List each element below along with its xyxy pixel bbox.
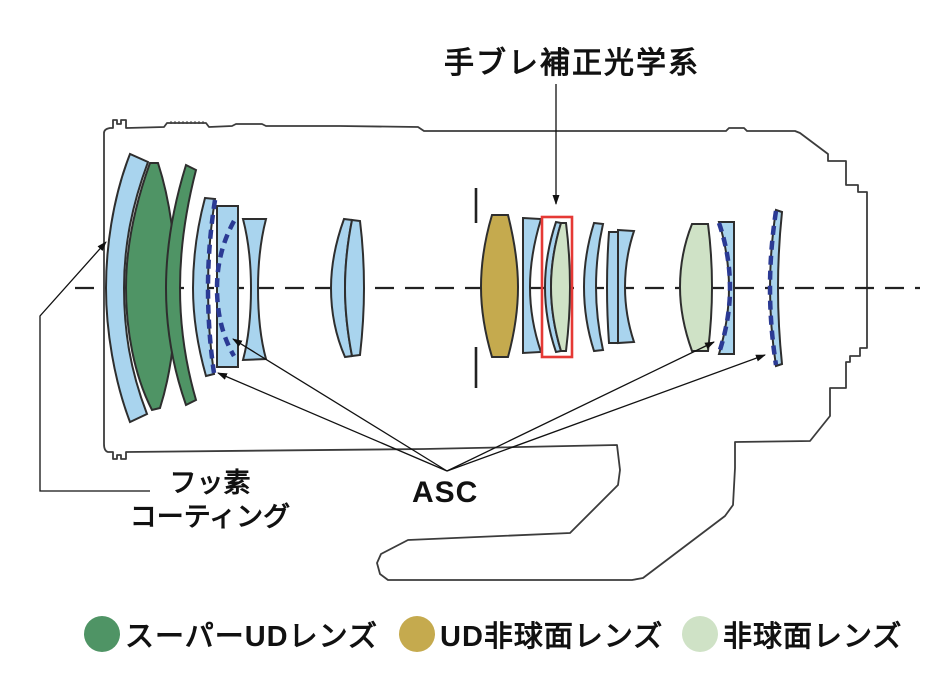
asc-coating-dash-3 bbox=[716, 222, 733, 354]
lens-element-super-ud-2 bbox=[164, 163, 198, 407]
legend-item-super-ud: スーパーUDレンズ bbox=[84, 613, 378, 655]
lens-element-10 bbox=[522, 216, 543, 355]
legend-swatch-ud-aspherical bbox=[399, 616, 435, 652]
grip-ticks bbox=[170, 121, 204, 124]
fluorine-coating-label: フッ素 コーティング bbox=[100, 466, 320, 534]
lens-element-4 bbox=[191, 196, 217, 378]
legend-label-super-ud: スーパーUDレンズ bbox=[125, 621, 379, 653]
asc-label: ASC bbox=[412, 476, 479, 509]
asc-coating-dash-2 bbox=[214, 219, 236, 358]
legend-item-aspherical: 非球面レンズ bbox=[682, 613, 902, 655]
is-optical-system-label: 手ブレ補正光学系 bbox=[444, 47, 700, 80]
lens-element-15 bbox=[617, 228, 636, 345]
lens-element-14 bbox=[605, 231, 619, 344]
legend-label-aspherical: 非球面レンズ bbox=[723, 621, 903, 653]
asc-arrow-2 bbox=[232, 338, 448, 472]
lens-element-aspherical-is bbox=[549, 222, 572, 352]
fluorine-callout-line bbox=[39, 241, 150, 492]
legend-label-ud-aspherical: UD非球面レンズ bbox=[440, 621, 664, 653]
legend-item-ud-aspherical: UD非球面レンズ bbox=[399, 613, 663, 655]
lens-body-outline bbox=[103, 119, 868, 581]
legend-swatch-aspherical bbox=[682, 616, 718, 652]
asc-arrow-3 bbox=[446, 341, 715, 472]
lens-element-8 bbox=[343, 218, 366, 358]
lens-element-front-blue bbox=[104, 152, 150, 424]
lens-element-aspherical-rear bbox=[678, 223, 714, 352]
fluorine-coating-label-line1: フッ素 bbox=[169, 468, 251, 498]
is-group-highlight-box bbox=[540, 215, 574, 359]
lens-element-ud-aspherical bbox=[479, 214, 520, 358]
fluorine-coating-label-line2: コーティング bbox=[129, 502, 291, 532]
lens-element-13 bbox=[582, 221, 605, 353]
legend-swatch-super-ud bbox=[84, 616, 120, 652]
asc-arrow-1 bbox=[217, 372, 448, 472]
lens-element-6 bbox=[241, 218, 268, 362]
asc-arrow-4 bbox=[446, 354, 766, 472]
asc-coating-dash-4 bbox=[767, 210, 779, 366]
